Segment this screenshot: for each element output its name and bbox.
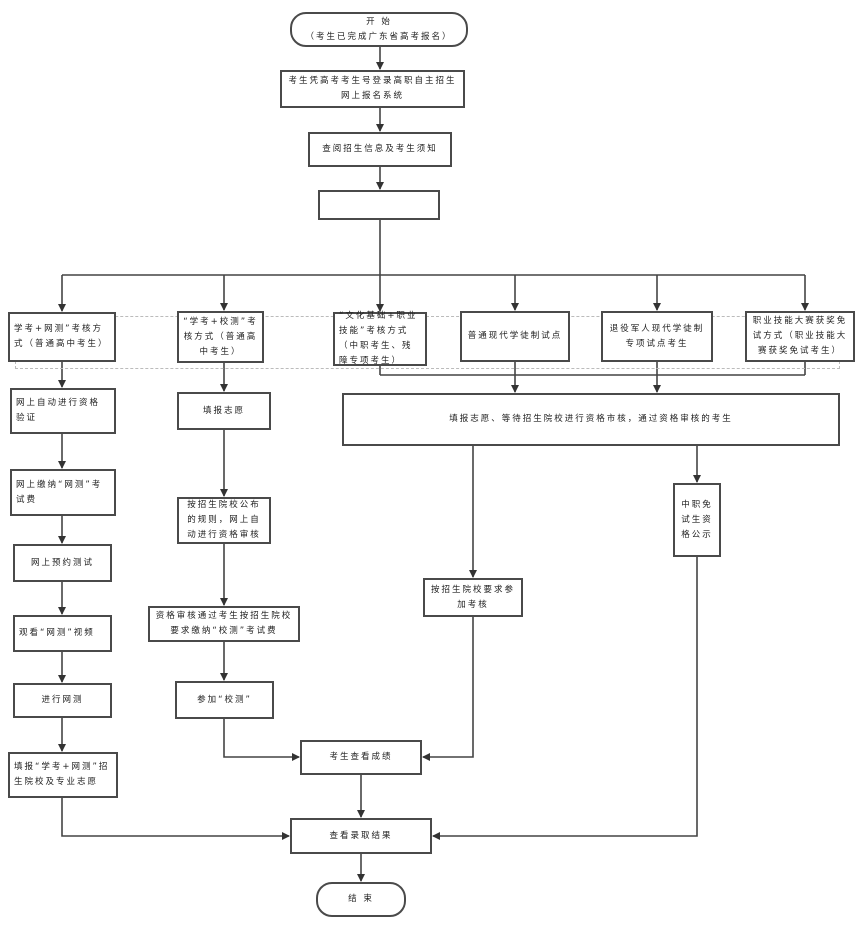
step-a-apply: 填报“学考+网测”招生院校及专业志愿 xyxy=(8,752,118,798)
check-scores-step: 考生查看成绩 xyxy=(300,740,422,775)
method-online-test: 学考+网测”考核方式（普通高中考生） xyxy=(8,312,116,362)
start-node: 开 始 （考生已完成广东省高考报名） xyxy=(290,12,468,47)
step-a-video: 观看“网测”视频 xyxy=(13,615,112,652)
method-apprenticeship: 普通现代学徒制试点 xyxy=(460,311,570,362)
step-a-verify: 网上自动进行资格验证 xyxy=(10,388,116,434)
merged-review-step: 填报志愿、等待招生院校进行资格市核，通过资格审核的考生 xyxy=(342,393,840,446)
start-title: 开 始 xyxy=(366,16,392,27)
step-a-book: 网上预约测试 xyxy=(13,544,112,582)
login-step: 考生凭高考考生号登录高职自主招生网上报名系统 xyxy=(280,70,465,108)
method-veteran-apprenticeship: 退役军人现代学徒制专项试点考生 xyxy=(601,311,713,362)
end-node: 结 束 xyxy=(316,882,406,917)
step-b-school-test: 参加“校测” xyxy=(175,681,274,719)
blank-step xyxy=(318,190,440,220)
step-b-pay: 资格审核通过考生按招生院校要求缴纳“校测”考试费 xyxy=(148,606,300,642)
view-info-step: 查阅招生信息及考生须知 xyxy=(308,132,452,167)
exempt-publicity-step: 中职免试生资格公示 xyxy=(673,483,721,557)
step-b-apply: 填报志愿 xyxy=(177,392,271,430)
check-admission-step: 查看录取结果 xyxy=(290,818,432,854)
step-a-test: 进行网测 xyxy=(13,683,112,718)
method-school-test: “学考+校测”考核方式（普通高中考生） xyxy=(177,311,264,363)
step-b-review: 按招生院校公布的规则，网上自动进行资格审核 xyxy=(177,497,271,544)
method-skill-contest-exempt: 职业技能大赛获奖免试方式（职业技能大赛获奖免试考生） xyxy=(745,311,855,362)
start-subtitle: （考生已完成广东省高考报名） xyxy=(305,31,453,42)
assessment-step: 按招生院校要求参加考核 xyxy=(423,578,523,617)
method-culture-skill: “文化基础+职业技能”考核方式（中职考生、残障专项考生） xyxy=(333,311,427,366)
step-a-pay: 网上缴纳“网测”考试费 xyxy=(10,469,116,516)
dashed-group-frame xyxy=(15,316,840,369)
